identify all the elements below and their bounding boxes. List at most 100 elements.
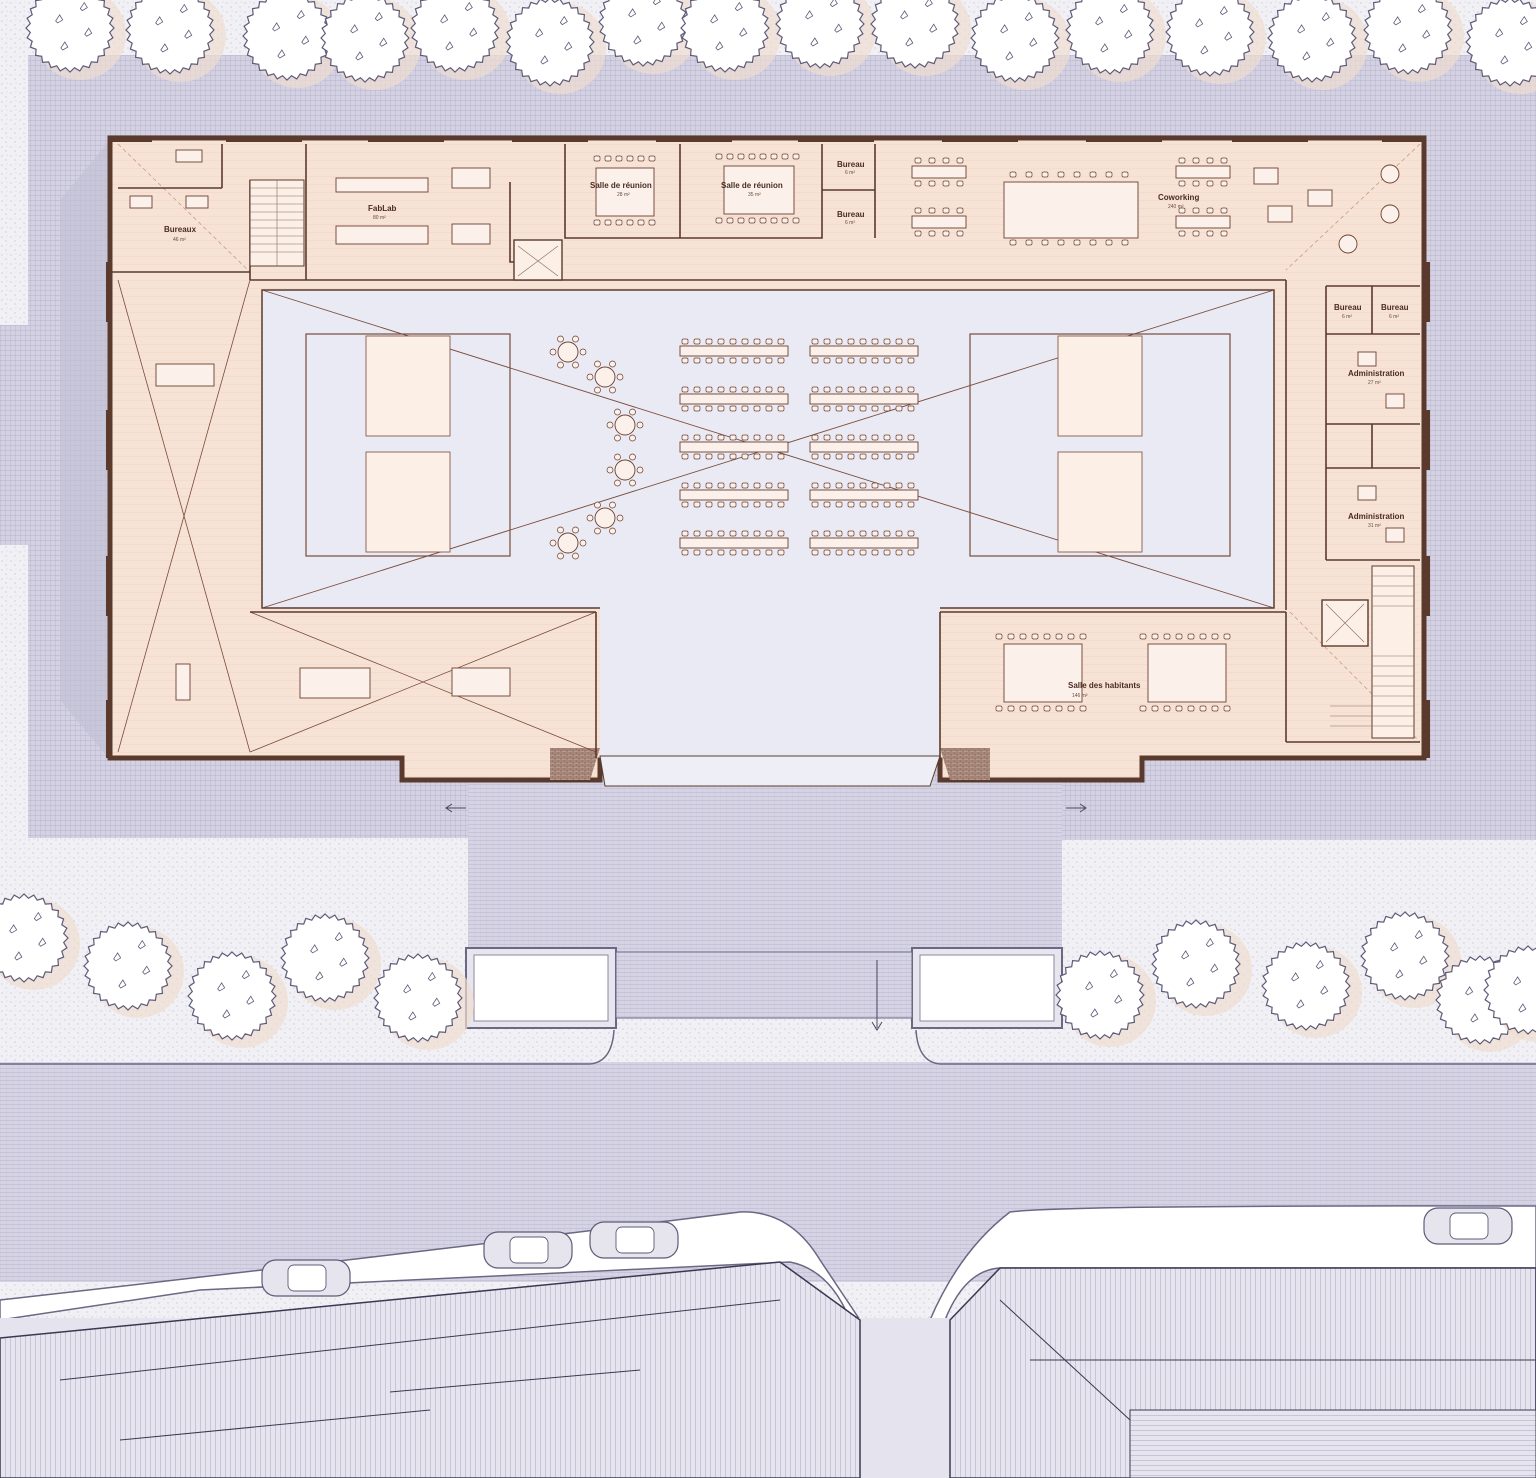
habitants-chair [1187, 633, 1195, 640]
banquet-chair [717, 405, 725, 412]
banquet-table [809, 345, 919, 357]
habitants-chair [1151, 705, 1159, 712]
tree-leaf-mark [805, 10, 814, 20]
tree-leaf-mark [427, 971, 436, 982]
tree-leaf-mark [469, 27, 478, 37]
tree-leaf-mark [1465, 986, 1474, 996]
habitants-chair [1211, 705, 1219, 712]
banquet-chair [741, 549, 749, 556]
round-table-chair [557, 526, 564, 534]
tree-leaf-mark [432, 997, 441, 1007]
banquet-chair [765, 434, 773, 441]
meeting-chair [748, 153, 756, 160]
steps-arrow [871, 960, 883, 1031]
banquet-chair [705, 501, 713, 508]
banquet-chair [717, 549, 725, 556]
banquet-chair [693, 482, 701, 489]
desk-pair [1175, 165, 1231, 179]
tree-leaf-mark [246, 995, 255, 1005]
room-labels: Bureaux 46 m² FabLab 80 m² Salle de réun… [164, 160, 1409, 699]
banquet-chair [871, 482, 879, 489]
round-table-chair [586, 514, 594, 522]
desk-chair [956, 157, 964, 164]
tree-leaf-mark [374, 11, 383, 22]
tree-leaf-mark [1029, 37, 1038, 47]
banquet-chair [859, 405, 867, 412]
coworking-chair [1057, 171, 1065, 178]
tree-leaf-mark [540, 55, 549, 65]
banquet-chair [777, 501, 785, 508]
banquet-chair [717, 434, 725, 441]
banquet-chair [835, 549, 843, 556]
tree-canopy [1363, 0, 1453, 75]
stand-left [305, 333, 511, 557]
desk-chair [1220, 180, 1228, 187]
tree-leaf-mark [1315, 959, 1324, 970]
desk-chair [956, 230, 964, 237]
tree-canopy [320, 0, 410, 83]
round-table [614, 459, 636, 481]
tree-canopy [410, 0, 500, 73]
meeting-chair [726, 153, 734, 160]
meeting-chair [781, 153, 789, 160]
tree-leaf-mark [1291, 972, 1300, 982]
habitants-chair [1019, 633, 1027, 640]
coworking-chair [1073, 239, 1081, 246]
habitants-chair [1223, 633, 1231, 640]
room-label-bureau-2: Bureau [837, 210, 865, 219]
tree-leaf-mark [1519, 15, 1528, 26]
tree-leaf-mark [1495, 28, 1504, 38]
room-label-administration-1: Administration [1348, 369, 1405, 378]
banquet-chair [693, 501, 701, 508]
elevator-top-x [517, 245, 559, 277]
banquet-chair [705, 482, 713, 489]
banquet-chair [729, 453, 737, 460]
round-table-chair [579, 539, 587, 547]
desk-chair [914, 230, 922, 237]
tree-leaf-mark [1320, 985, 1329, 995]
banquet-table [809, 393, 919, 405]
banquet-chair [717, 357, 725, 364]
bottom-wing-diagonals [249, 611, 597, 753]
room-label-reunion-1: Salle de réunion [590, 181, 652, 190]
meeting-chair [726, 217, 734, 224]
banquet-chair [835, 530, 843, 537]
house-roof-left [0, 1261, 861, 1478]
banquet-chair [811, 482, 819, 489]
banquet-chair [693, 357, 701, 364]
building: Bureaux 46 m² FabLab 80 m² Salle de réun… [106, 135, 1430, 787]
banquet-chair [859, 549, 867, 556]
habitants-chair [1187, 705, 1195, 712]
desk-chair [928, 157, 936, 164]
desk-pair [1175, 215, 1231, 229]
round-table [614, 414, 636, 436]
meeting-chair [737, 153, 745, 160]
desk-chair [1206, 157, 1214, 164]
banquet-chair [777, 357, 785, 364]
banquet-chair [823, 530, 831, 537]
banquet-chair [883, 405, 891, 412]
banquet-chair [705, 405, 713, 412]
banquet-chair [811, 405, 819, 412]
tree-canopy [870, 0, 960, 69]
banquet-chair [777, 386, 785, 393]
room-area-administration-1: 27 m² [1368, 380, 1381, 386]
room-area-bureau-3: 6 m² [1342, 314, 1352, 320]
house-roof-left-ridge [59, 1299, 781, 1441]
tree-leaf-mark [1219, 5, 1228, 16]
tree-leaf-mark [1417, 3, 1426, 14]
banquet-chair [729, 549, 737, 556]
room-area-bureau-2: 6 m² [845, 220, 855, 226]
round-table-chair [557, 552, 564, 560]
round-table-chair [572, 552, 579, 560]
tree-leaf-mark [1524, 41, 1533, 51]
banquet-chair [693, 386, 701, 393]
brick-right [940, 748, 990, 780]
banquet-chair [823, 549, 831, 556]
stand-right [969, 333, 1231, 557]
desk-chair [942, 180, 950, 187]
banquet-chair [777, 482, 785, 489]
room-area-bureaux: 46 m² [173, 237, 186, 243]
tree-leaf-mark [379, 37, 388, 47]
banquet-chair [847, 501, 855, 508]
